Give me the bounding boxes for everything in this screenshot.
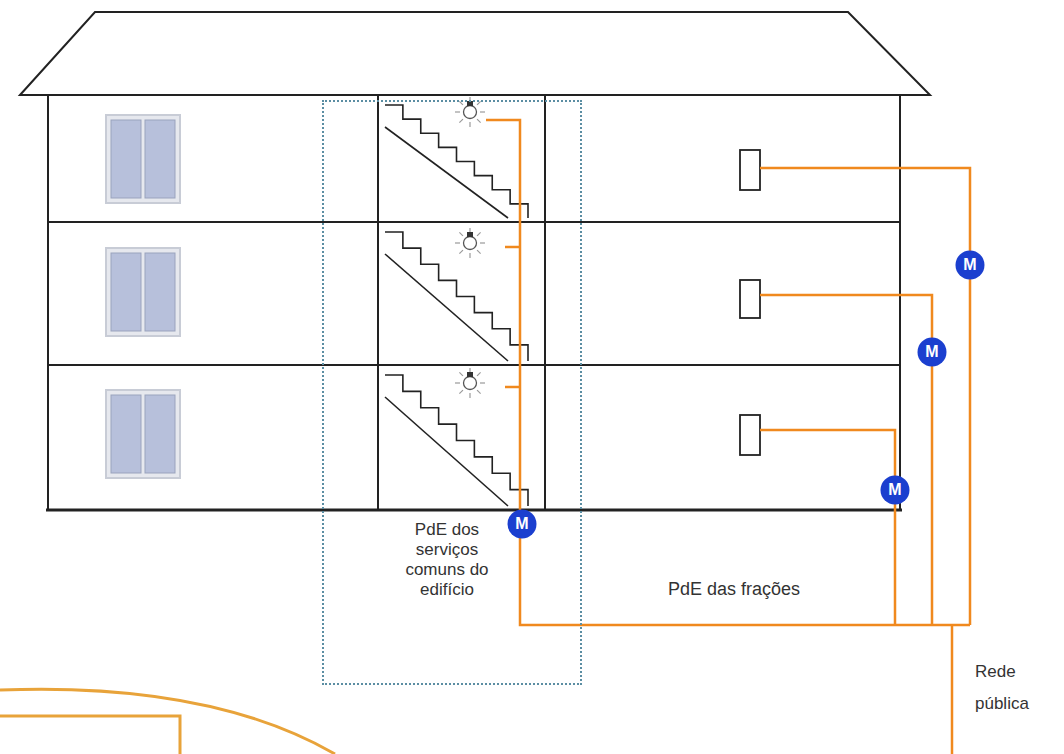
- lamp-ray: [477, 372, 481, 376]
- meter-disc: [918, 338, 947, 367]
- window-frame: [106, 390, 180, 478]
- common-wire: [505, 246, 520, 249]
- lamp-ray: [477, 250, 481, 254]
- lamp-ray: [480, 111, 485, 112]
- lamp-ray: [459, 119, 463, 123]
- lamps: [455, 97, 485, 398]
- window-frame: [106, 248, 180, 336]
- floor-line: [48, 221, 900, 223]
- meter-circle: M: [880, 475, 910, 505]
- lamp-ray: [455, 242, 460, 243]
- lamp-bulb: [464, 237, 477, 250]
- stair-underside: [385, 397, 508, 506]
- lamp-ray: [459, 390, 463, 394]
- decor-curve: [0, 689, 335, 754]
- lamp-socket: [467, 372, 473, 377]
- window-pane: [145, 120, 175, 198]
- meter-disc: [956, 251, 985, 280]
- meter-letter: M: [917, 337, 947, 367]
- floor-line: [48, 364, 900, 366]
- window-pane: [111, 395, 141, 473]
- roof: [20, 12, 930, 95]
- lamp-ray: [469, 122, 470, 127]
- meter-letter: M: [507, 509, 537, 539]
- meter-circle: M: [917, 337, 947, 367]
- window-frame: [106, 115, 180, 203]
- stair-wall: [544, 95, 546, 510]
- meter-disc: [508, 510, 537, 539]
- lamp-ray: [469, 253, 470, 258]
- network-label: Rede pública: [975, 656, 1057, 720]
- stair-wall: [377, 95, 379, 510]
- lamp-ray: [469, 393, 470, 398]
- network-wire: [951, 625, 954, 754]
- fraction-box: [740, 280, 760, 318]
- lamp-bulb: [464, 106, 477, 119]
- common-wire: [486, 120, 970, 625]
- fraction-box: [740, 415, 760, 455]
- slide-decoration: [0, 689, 335, 754]
- ground-line: [46, 509, 902, 512]
- wires: [486, 120, 970, 754]
- fraction-wire: [760, 295, 932, 625]
- meter-circle: M: [507, 509, 537, 539]
- fraction-wire: [760, 168, 970, 625]
- window-pane: [111, 253, 141, 331]
- stair-underside: [385, 254, 508, 361]
- window-pane: [145, 395, 175, 473]
- region-label: PdE dos serviços comuns do edifício: [390, 520, 504, 600]
- common-wire: [505, 386, 520, 389]
- stairs: [385, 105, 528, 506]
- lamp-socket: [467, 232, 473, 237]
- lamp-ray: [477, 390, 481, 394]
- lamp-ray: [459, 232, 463, 236]
- fraction-box: [740, 150, 760, 190]
- stair-steps: [385, 105, 528, 218]
- lamp-ray: [480, 242, 485, 243]
- lamp-ray: [459, 372, 463, 376]
- lamp-ray: [477, 119, 481, 123]
- lamp-ray: [455, 111, 460, 112]
- building-outline: [20, 12, 930, 510]
- windows: [106, 115, 180, 478]
- meter-circle: M: [955, 250, 985, 280]
- stair-steps: [385, 232, 528, 361]
- lamp-ray: [455, 382, 460, 383]
- supply-point-region: PdE dos serviços comuns do edifícioM: [322, 100, 582, 685]
- meter-letter: M: [955, 250, 985, 280]
- fraction-supply-label: PdE das frações: [668, 578, 868, 600]
- lamp-ray: [459, 250, 463, 254]
- decor-frame: [0, 716, 180, 754]
- fraction-boxes: [740, 150, 760, 455]
- window-pane: [111, 120, 141, 198]
- lamp-bulb: [464, 377, 477, 390]
- meter-disc: [881, 476, 910, 505]
- stair-steps: [385, 375, 528, 506]
- lamp-ray: [480, 382, 485, 383]
- lamp-ray: [477, 232, 481, 236]
- meter-letter: M: [880, 475, 910, 505]
- walls: [48, 95, 900, 510]
- stair-underside: [385, 127, 508, 218]
- window-pane: [145, 253, 175, 331]
